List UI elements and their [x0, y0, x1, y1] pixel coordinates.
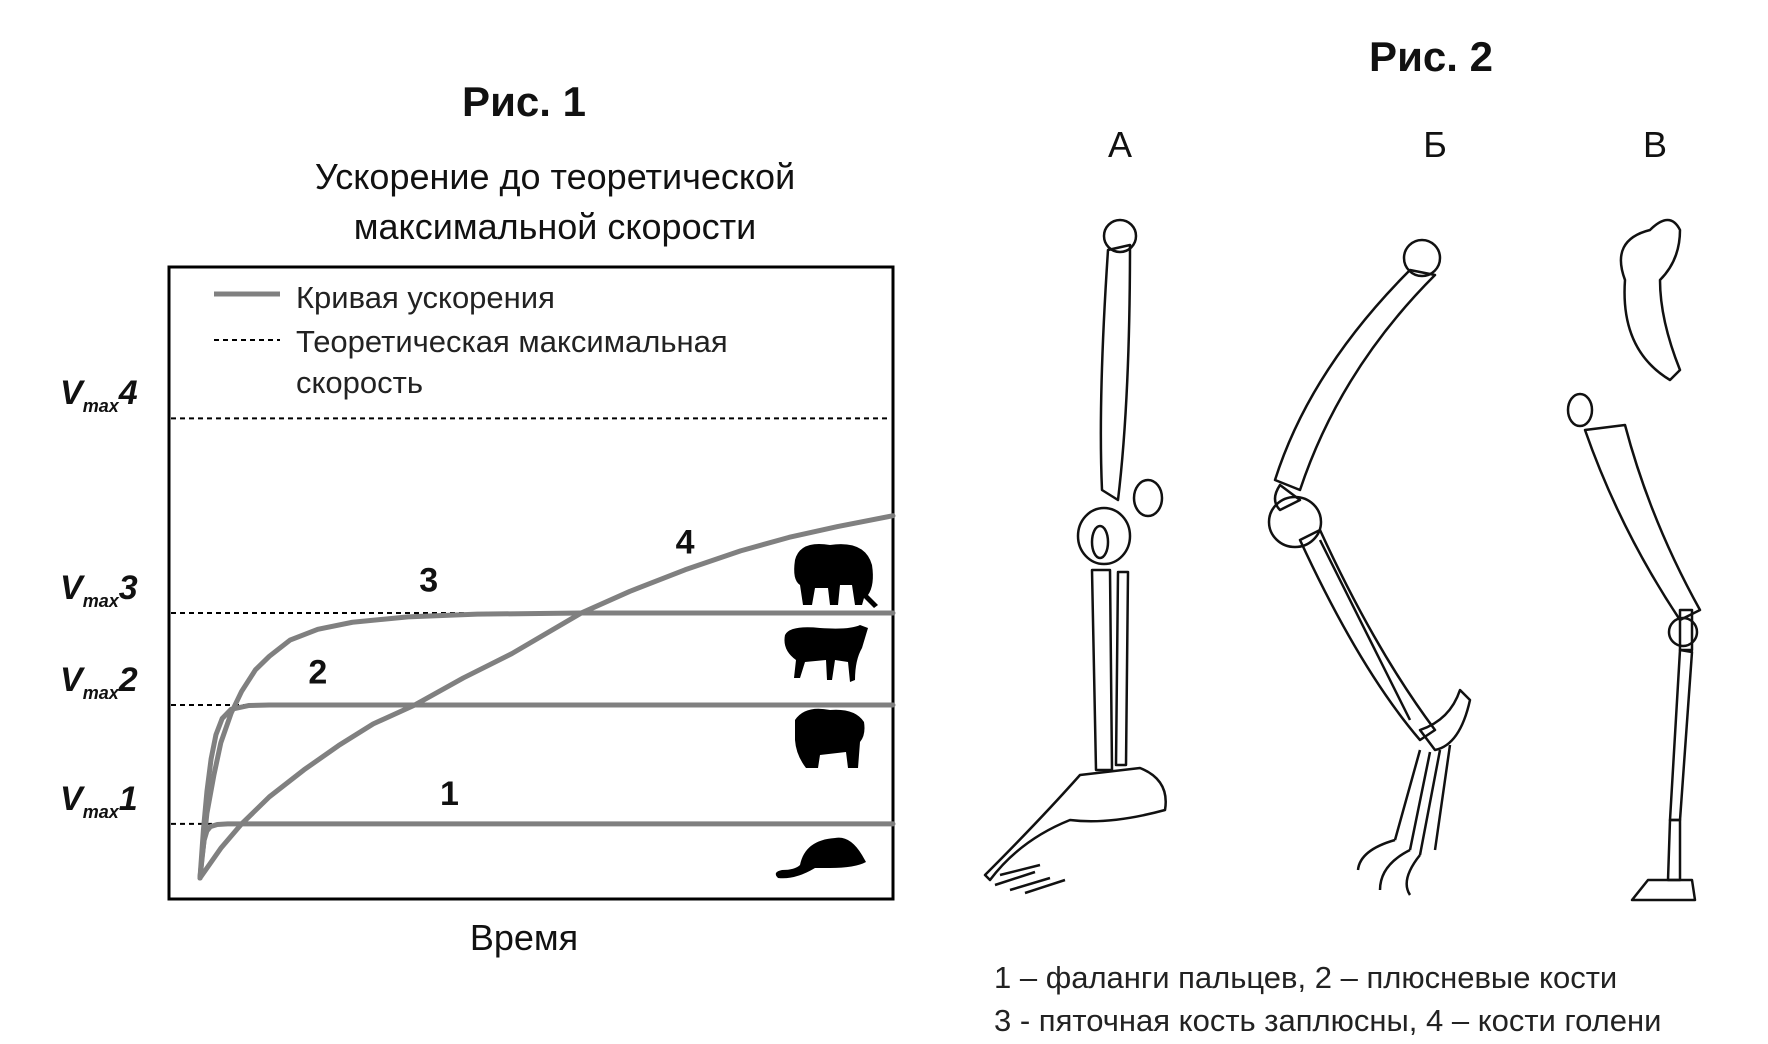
legend-label-theoretical-line2: скорость [296, 365, 423, 400]
dog-icon [784, 625, 868, 682]
vmax-label-2: Vmax2 [60, 661, 138, 704]
legend-label-curve: Кривая ускорения [296, 280, 555, 315]
plot-frame [167, 265, 895, 901]
acceleration-curve-4 [197, 513, 896, 881]
panel-label-v: В [1642, 124, 1668, 165]
figure2-caption-line2: 3 - пяточная кость заплюсны, 4 – кости г… [994, 1003, 1662, 1038]
curve-label-1: 1 [440, 775, 459, 813]
figure2-title: Рис. 2 [1369, 33, 1493, 80]
vmax-subscript: max [82, 396, 119, 417]
vmax-symbol: V [60, 660, 83, 699]
vmax-number: 1 [118, 779, 138, 818]
vmax-label-3: Vmax3 [60, 569, 138, 612]
vmax-number: 4 [118, 374, 138, 413]
curve-label-2: 2 [308, 653, 327, 691]
chart-subtitle-line2: максимальной скорости [353, 206, 757, 247]
skeleton-horse-leg-v [1566, 218, 1702, 902]
legend-label-theoretical-line1: Теоретическая максимальная [296, 324, 728, 359]
limb-skeletons [983, 218, 1702, 902]
figure1-title: Рис. 1 [462, 78, 586, 125]
vmax-symbol: V [60, 374, 83, 413]
figure2-caption-line1: 1 – фаланги пальцев, 2 – плюсневые кости [994, 960, 1618, 995]
mouse-icon [775, 837, 866, 879]
chart-subtitle-line1: Ускорение до теоретической [314, 156, 796, 197]
acceleration-curve-2 [197, 702, 896, 881]
acceleration-curve-3 [197, 610, 896, 881]
vmax-number: 3 [118, 569, 138, 608]
skeleton-dog-leg-b [1132, 238, 1472, 896]
panel-label-a: А [1107, 124, 1133, 165]
curve-label-4: 4 [676, 524, 695, 562]
skeleton-human-leg-a [983, 218, 1167, 895]
vmax-subscript: max [82, 801, 119, 822]
chart-subtitle: Ускорение до теоретической максимальной … [315, 152, 795, 252]
vmax-symbol: V [60, 569, 83, 608]
vmax-number: 2 [118, 660, 138, 699]
x-axis-label: Время [470, 917, 578, 958]
vmax-label-4: Vmax4 [60, 374, 138, 417]
vmax-subscript: max [82, 682, 119, 703]
vmax-label-1: Vmax1 [60, 780, 138, 823]
curve-label-3: 3 [419, 561, 438, 599]
vmax-symbol: V [60, 779, 83, 818]
vmax-subscript: max [82, 590, 119, 611]
elephant-icon [794, 544, 878, 608]
bear-icon [795, 708, 865, 768]
panel-label-b: Б [1423, 124, 1447, 165]
